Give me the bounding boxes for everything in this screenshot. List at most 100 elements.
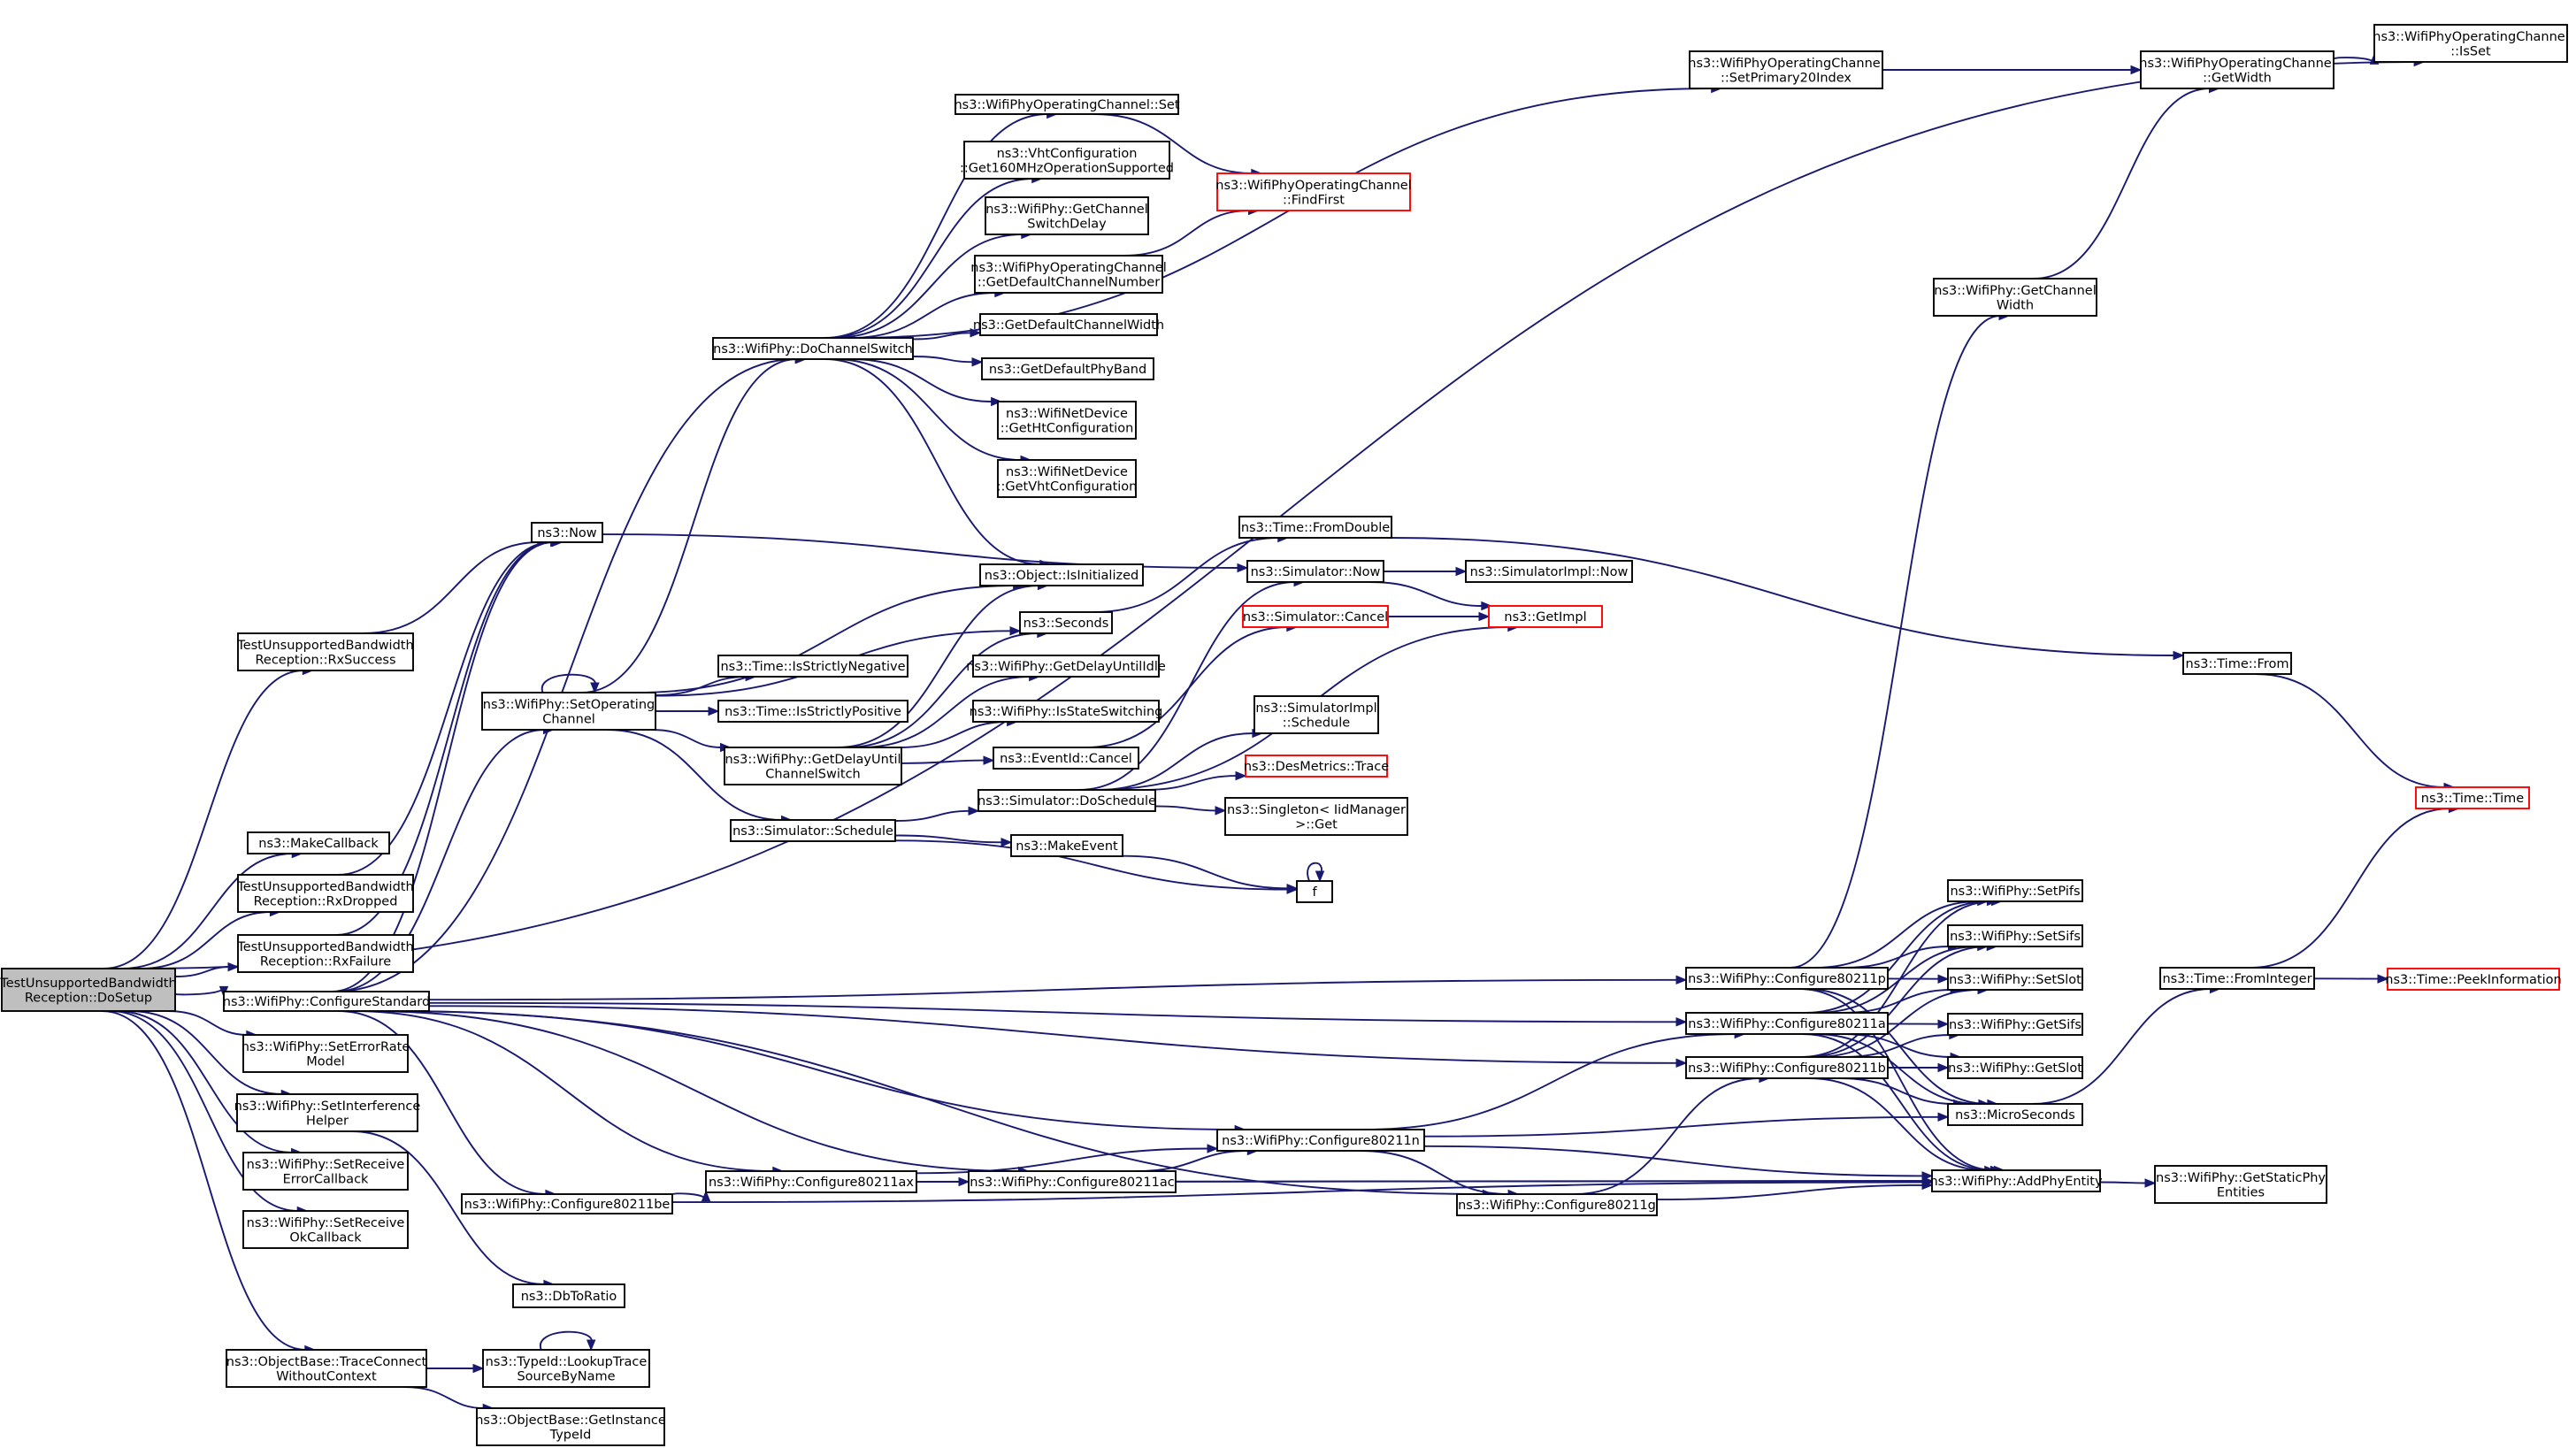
node-label: ns3::Simulator::DoSchedule — [978, 794, 1156, 808]
node-desmetrics[interactable]: ns3::DesMetrics::Trace — [1244, 755, 1389, 778]
node-fromint[interactable]: ns3::Time::FromInteger — [2159, 967, 2315, 990]
node-seconds[interactable]: ns3::Seconds — [1019, 611, 1113, 634]
node-setprimary20[interactable]: ns3::WifiPhyOperatingChannel::SetPrimary… — [1688, 50, 1884, 89]
node-configstd[interactable]: ns3::WifiPhy::ConfigureStandard — [223, 991, 430, 1012]
node-label: ns3::WifiPhy::SetReceive — [247, 1216, 405, 1230]
edge-cfg80211p-to-microseconds — [1805, 988, 1999, 1109]
edge-configstd-to-cfg80211p — [428, 975, 1688, 1001]
node-opchgetwidth[interactable]: ns3::WifiPhyOperatingChannel::GetWidth — [2139, 50, 2335, 89]
node-cfg80211g[interactable]: ns3::WifiPhy::Configure80211g — [1456, 1193, 1658, 1216]
node-label: ns3::Object::IsInitialized — [985, 569, 1138, 583]
node-simimplnow[interactable]: ns3::SimulatorImpl::Now — [1465, 560, 1633, 583]
node-cfg80211p[interactable]: ns3::WifiPhy::Configure80211p — [1685, 967, 1889, 990]
node-singleton[interactable]: ns3::Singleton< IidManager>::Get — [1224, 797, 1408, 836]
node-f[interactable]: f — [1296, 880, 1333, 903]
node-now[interactable]: ns3::Now — [531, 522, 603, 543]
node-dbtoratio[interactable]: ns3::DbToRatio — [512, 1283, 625, 1308]
node-getsifs[interactable]: ns3::WifiPhy::GetSifs — [1947, 1013, 2083, 1036]
node-label: ns3::WifiPhy::SetPifs — [1950, 885, 2080, 899]
node-cfg80211ac[interactable]: ns3::WifiPhy::Configure80211ac — [968, 1170, 1177, 1193]
node-box — [1019, 611, 1113, 634]
node-simcancel[interactable]: ns3::Simulator::Cancel — [1242, 605, 1389, 628]
node-box — [2387, 968, 2560, 991]
node-isinit[interactable]: ns3::Object::IsInitialized — [979, 563, 1144, 586]
node-getdefchwidth[interactable]: ns3::GetDefaultChannelWidth — [973, 313, 1164, 336]
node-dochannelswitch[interactable]: ns3::WifiPhy::DoChannelSwitch — [712, 337, 914, 360]
node-getslot[interactable]: ns3::WifiPhy::GetSlot — [1947, 1056, 2083, 1079]
edge-configstd-to-cfg80211g — [385, 1010, 1494, 1199]
node-cfg80211a[interactable]: ns3::WifiPhy::Configure80211a — [1685, 1012, 1889, 1035]
node-root[interactable]: TestUnsupportedBandwidthReception::DoSet… — [0, 968, 177, 1012]
edge-cfg80211be-to-cfg80211ax — [671, 1190, 711, 1202]
node-label: ns3::MakeCallback — [258, 837, 379, 851]
node-fromdouble[interactable]: ns3::Time::FromDouble — [1238, 516, 1392, 539]
node-label: ErrorCallback — [283, 1172, 369, 1186]
node-rxfailure[interactable]: TestUnsupportedBandwidthReception::RxFai… — [236, 934, 414, 973]
node-getdefchnum[interactable]: ns3::WifiPhyOperatingChannel::GetDefault… — [970, 255, 1167, 294]
node-label: ::Schedule — [1283, 716, 1350, 730]
node-makecallback[interactable]: ns3::MakeCallback — [247, 831, 390, 854]
node-isstatesw[interactable]: ns3::WifiPhy::IsStateSwitching — [970, 700, 1163, 723]
node-label: Reception::DoSetup — [25, 991, 152, 1005]
node-findfirst[interactable]: ns3::WifiPhyOperatingChannel::FindFirst — [1215, 172, 1412, 211]
node-getdefphyband[interactable]: ns3::GetDefaultPhyBand — [981, 357, 1154, 380]
node-opchisset[interactable]: ns3::WifiPhyOperatingChannel::IsSet — [2373, 24, 2569, 63]
edge-setopchan-to-setopchan — [540, 673, 600, 694]
node-simnow[interactable]: ns3::Simulator::Now — [1246, 560, 1384, 583]
node-doschedule[interactable]: ns3::Simulator::DoSchedule — [978, 789, 1156, 812]
node-getdelayidle[interactable]: ns3::WifiPhy::GetDelayUntilIdle — [966, 655, 1166, 678]
node-rxdropped[interactable]: TestUnsupportedBandwidthReception::RxDro… — [236, 874, 414, 913]
edge-fromdouble-to-timefrom — [1387, 537, 2185, 661]
node-gethtcfg[interactable]: ns3::WifiNetDevice::GetHtConfiguration — [997, 401, 1137, 440]
node-vht160[interactable]: ns3::VhtConfiguration::Get160MHzOperatio… — [960, 141, 1174, 180]
edge-cfg80211n-to-microseconds — [1423, 1112, 1950, 1138]
node-strictneg[interactable]: ns3::Time::IsStrictlyNegative — [717, 655, 908, 678]
node-label: ns3::Time::From — [2186, 657, 2289, 671]
node-rxsuccess[interactable]: TestUnsupportedBandwidthReception::RxSuc… — [236, 632, 414, 671]
node-box — [954, 94, 1179, 115]
node-setsifs[interactable]: ns3::WifiPhy::SetSifs — [1947, 924, 2083, 947]
node-label: ns3::WifiPhyOperatingChannel::Set — [954, 98, 1179, 112]
edge-addphyentity-to-getstaticphy — [2099, 1178, 2157, 1188]
node-addphyentity[interactable]: ns3::WifiPhy::AddPhyEntity — [1929, 1169, 2103, 1192]
node-getvhtcfg[interactable]: ns3::WifiNetDevice::GetVhtConfiguration — [997, 459, 1138, 498]
node-peekinfo[interactable]: ns3::Time::PeekInformation — [2385, 968, 2562, 991]
node-box — [993, 747, 1139, 770]
node-label: ns3::WifiNetDevice — [1006, 465, 1128, 479]
node-strictpos[interactable]: ns3::Time::IsStrictlyPositive — [717, 700, 908, 723]
node-traceconnect[interactable]: ns3::ObjectBase::TraceConnectWithoutCont… — [226, 1349, 427, 1388]
edge-setopchan-to-strictpos — [656, 706, 720, 716]
node-setslot[interactable]: ns3::WifiPhy::SetSlot — [1947, 968, 2083, 991]
node-cfg80211be[interactable]: ns3::WifiPhy::Configure80211be — [461, 1193, 673, 1214]
node-cfg80211n[interactable]: ns3::WifiPhy::Configure80211n — [1216, 1129, 1425, 1152]
node-box — [1685, 1012, 1889, 1035]
node-label: ns3::GetImpl — [1504, 610, 1586, 624]
node-setpifs[interactable]: ns3::WifiPhy::SetPifs — [1947, 879, 2083, 902]
node-microseconds[interactable]: ns3::MicroSeconds — [1947, 1103, 2083, 1126]
node-getimpl[interactable]: ns3::GetImpl — [1488, 605, 1603, 628]
node-label: Entities — [2217, 1185, 2265, 1199]
node-simschedule[interactable]: ns3::Simulator::Schedule — [730, 819, 896, 842]
node-timefrom[interactable]: ns3::Time::From — [2182, 652, 2292, 675]
node-simimplsched[interactable]: ns3::SimulatorImpl::Schedule — [1254, 695, 1379, 734]
node-cfg80211b[interactable]: ns3::WifiPhy::Configure80211b — [1685, 1056, 1889, 1079]
node-box — [730, 819, 896, 842]
edge-getchwidth-to-opchgetwidth — [2033, 83, 2220, 280]
node-makeevent[interactable]: ns3::MakeEvent — [1010, 834, 1123, 857]
node-timetime[interactable]: ns3::Time::Time — [2415, 786, 2530, 809]
node-opchset[interactable]: ns3::WifiPhyOperatingChannel::Set — [954, 94, 1180, 115]
node-label: ::GetWidth — [2203, 71, 2272, 85]
node-eventcancel[interactable]: ns3::EventId::Cancel — [993, 747, 1139, 770]
node-cfg80211ax[interactable]: ns3::WifiPhy::Configure80211ax — [705, 1170, 917, 1193]
